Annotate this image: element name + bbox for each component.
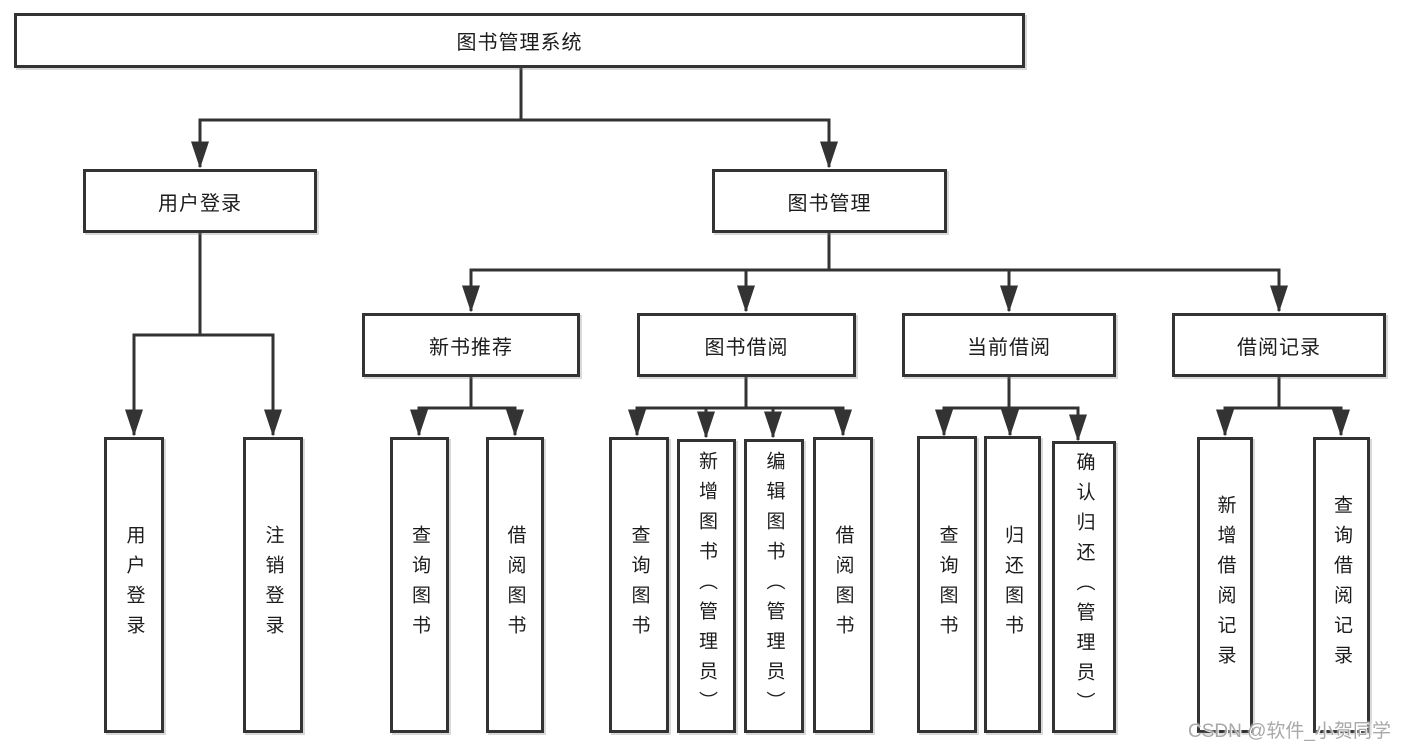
leaf-label: 查询图书 — [936, 524, 958, 645]
leaf-edit-book-admin: 编辑图书（管理员） — [744, 439, 804, 733]
leaf-label: 查询借阅记录 — [1331, 495, 1352, 675]
leaf-add-borrow-record: 新增借阅记录 — [1197, 437, 1253, 733]
node-label: 图书管理 — [787, 192, 872, 215]
node-book-borrowing: 图书借阅 — [637, 313, 856, 377]
leaf-return-books: 归还图书 — [984, 436, 1041, 733]
node-new-book-recommendation: 新书推荐 — [362, 313, 580, 377]
leaf-label: 用户登录 — [123, 525, 145, 645]
node-label: 图书管理系统 — [456, 32, 583, 54]
leaf-label: 编辑图书（管理员） — [763, 451, 785, 721]
csdn-watermark: CSDN @软件_小贺同学 — [1188, 721, 1391, 742]
leaf-label: 借阅图书 — [832, 525, 854, 645]
leaf-borrow-books-recommend: 借阅图书 — [486, 437, 544, 733]
node-label: 借阅记录 — [1237, 336, 1321, 359]
leaf-user-login: 用户登录 — [104, 437, 164, 733]
leaf-label: 查询图书 — [409, 525, 430, 645]
leaf-add-book-admin: 新增图书（管理员） — [677, 439, 736, 733]
leaf-borrow-books: 借阅图书 — [813, 437, 873, 733]
node-current-borrowing: 当前借阅 — [902, 313, 1116, 377]
leaf-query-books-recommend: 查询图书 — [390, 437, 449, 733]
node-book-management: 图书管理 — [712, 169, 947, 233]
leaf-label: 查询图书 — [628, 525, 650, 645]
leaf-label: 新增图书（管理员） — [696, 451, 717, 721]
leaf-confirm-return-admin: 确认归还（管理员） — [1052, 441, 1116, 733]
node-label: 图书借阅 — [704, 336, 789, 359]
leaf-label: 新增借阅记录 — [1214, 495, 1236, 675]
leaf-query-books-borrow: 查询图书 — [609, 437, 669, 733]
leaf-label: 确认归还（管理员） — [1073, 452, 1095, 722]
node-label: 当前借阅 — [967, 336, 1051, 359]
node-user-login: 用户登录 — [83, 169, 317, 233]
leaf-query-borrow-record: 查询借阅记录 — [1313, 437, 1370, 733]
leaf-logout: 注销登录 — [243, 437, 303, 733]
node-library-management-system: 图书管理系统 — [14, 13, 1025, 68]
node-borrowing-records: 借阅记录 — [1172, 313, 1386, 377]
leaf-label: 归还图书 — [1002, 524, 1023, 645]
leaf-query-books-current: 查询图书 — [917, 436, 977, 733]
node-label: 新书推荐 — [429, 336, 513, 359]
leaf-label: 借阅图书 — [504, 525, 526, 645]
node-label: 用户登录 — [158, 192, 242, 215]
leaf-label: 注销登录 — [262, 525, 284, 645]
